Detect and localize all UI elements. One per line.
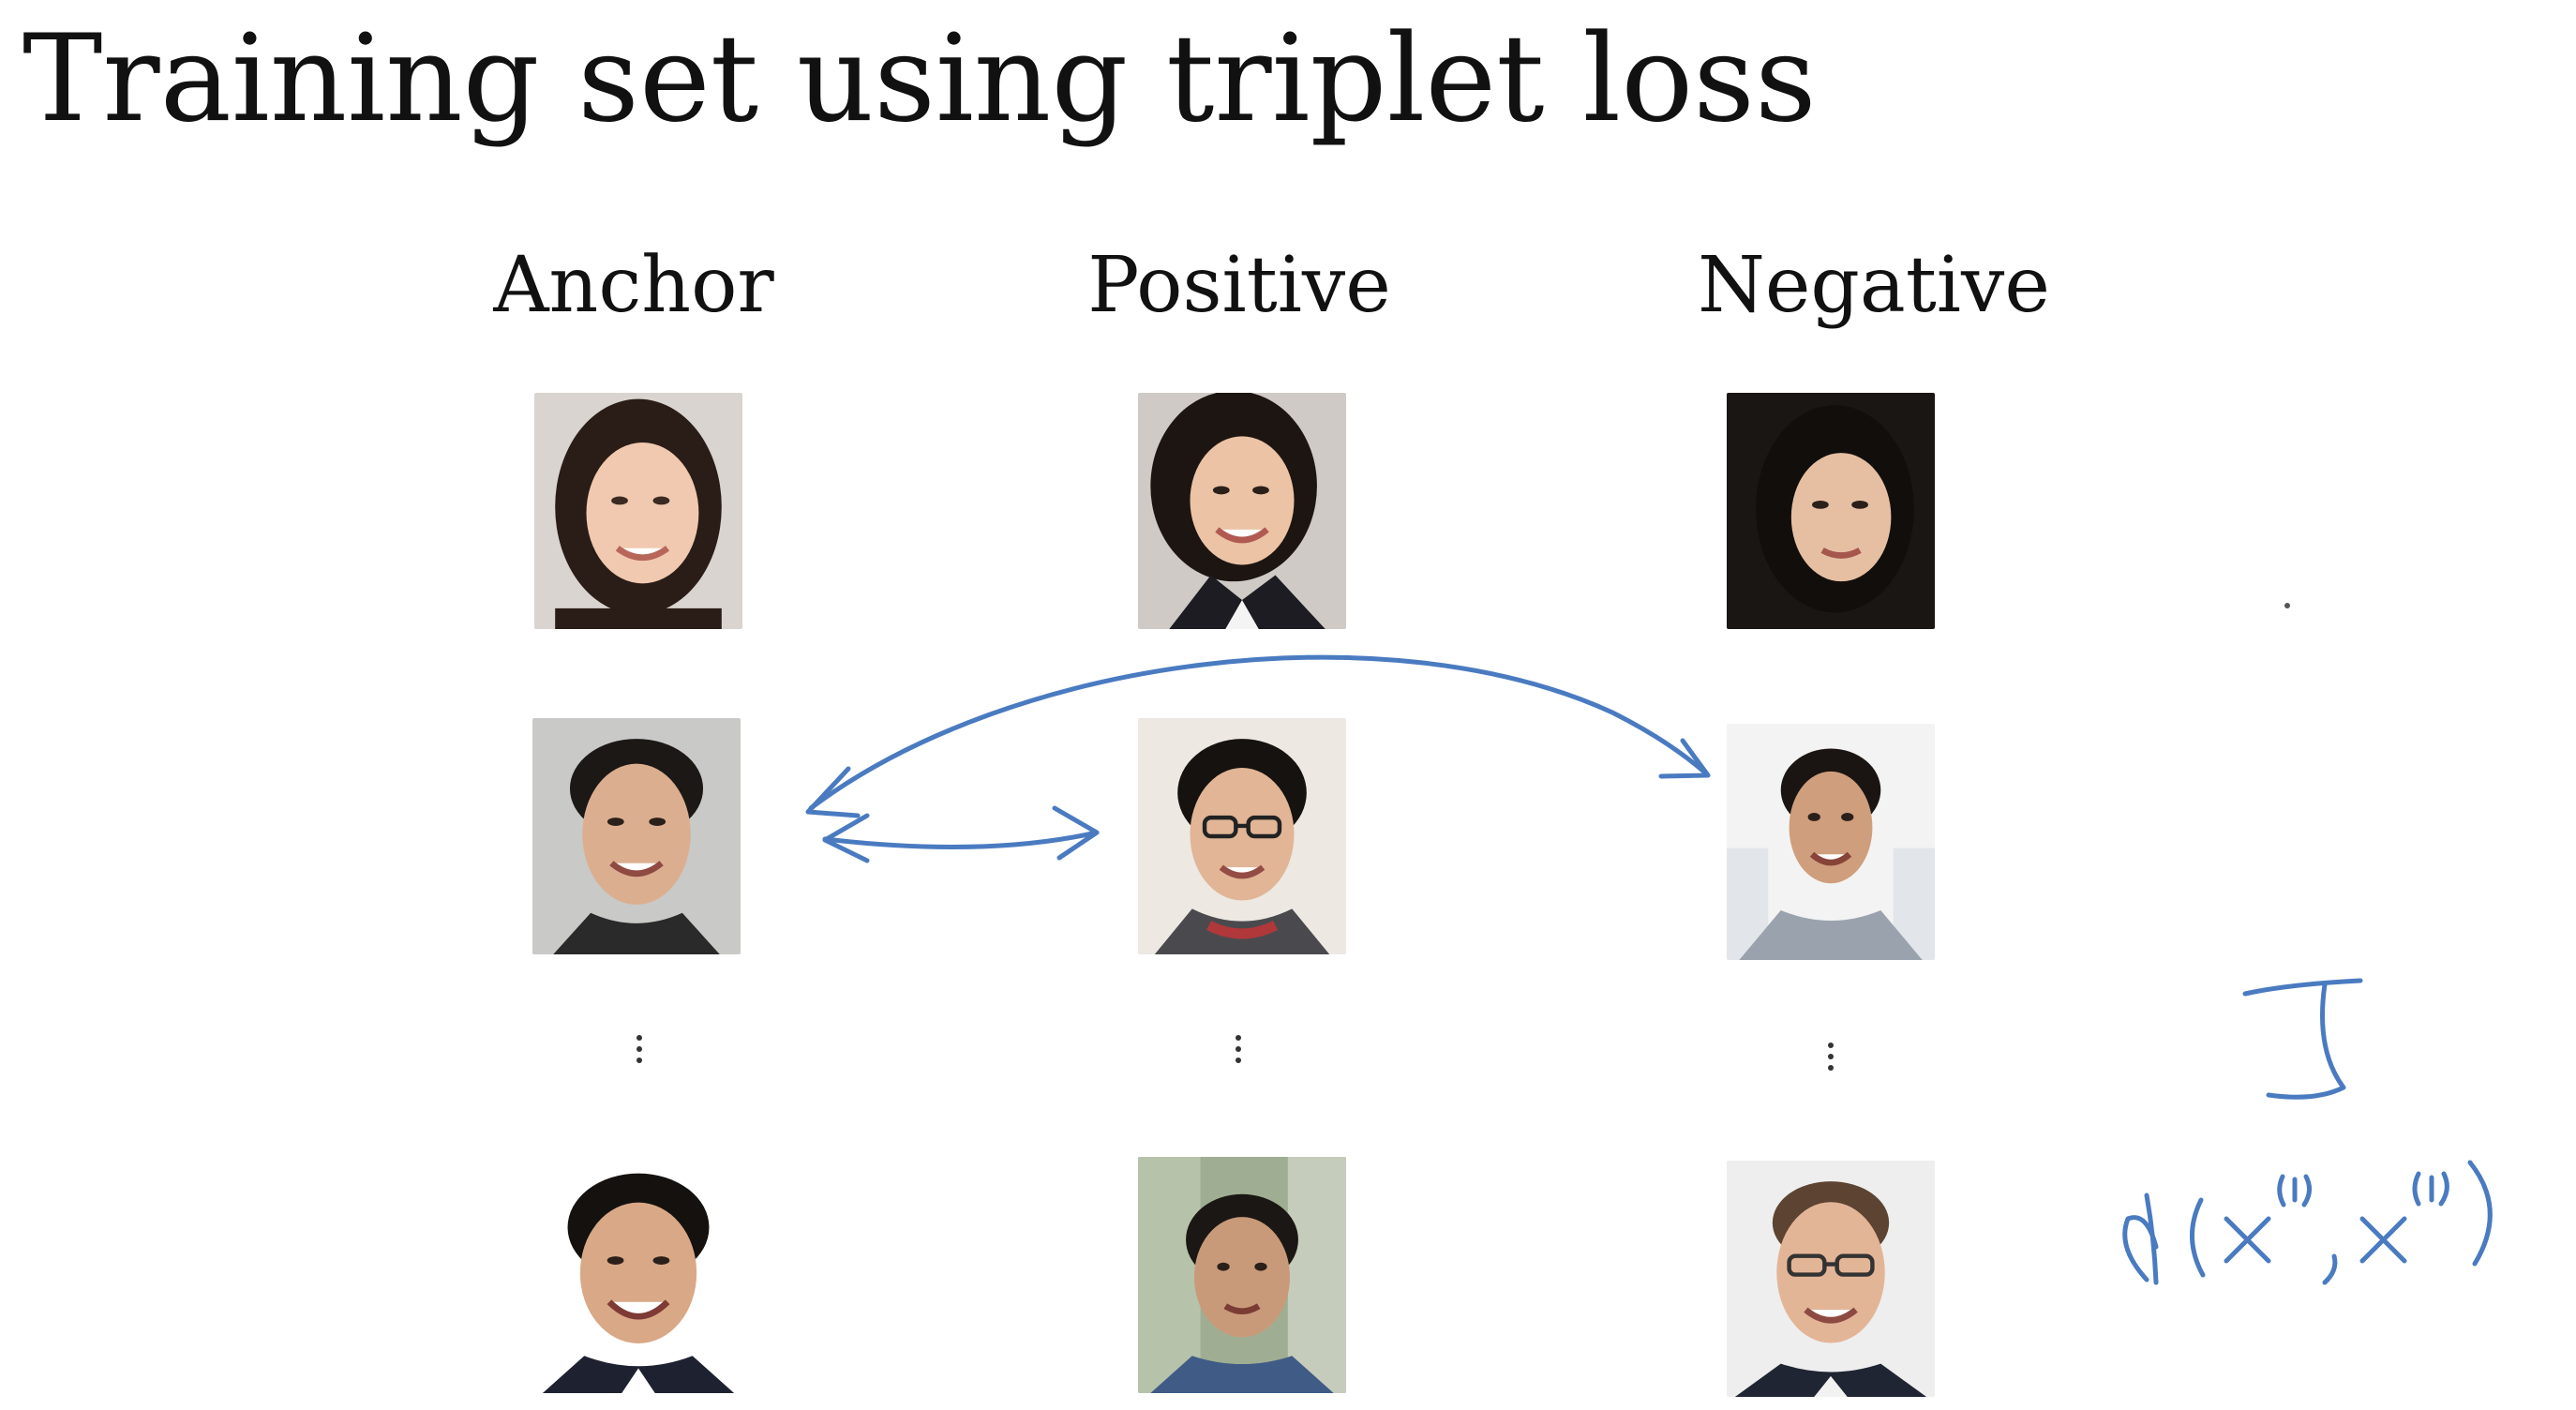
distance-x1: [2224, 1216, 2271, 1264]
distance-sup2: [2412, 1171, 2449, 1207]
distance-open-paren: [2190, 1197, 2206, 1278]
cost-J-strokes: [2242, 978, 2363, 1100]
distance-d: [2122, 1192, 2159, 1285]
distance-close-paren: [2467, 1160, 2493, 1267]
anchor-face-3: [534, 1157, 742, 1393]
double-arrow-right-head: [1052, 805, 1100, 861]
distance-comma: [2322, 1253, 2338, 1285]
column-header-negative: Negative: [1698, 241, 2050, 330]
positive-ellipsis: [1236, 1029, 1241, 1069]
arc-arrowhead-left: [805, 766, 861, 818]
negative-face-1: [1727, 393, 1935, 629]
anchor-ellipsis: [637, 1029, 642, 1069]
distance-x2: [2359, 1216, 2407, 1264]
positive-face-2: [1138, 718, 1346, 954]
double-arrow-left-head: [822, 813, 870, 863]
positive-face-3: [1138, 1157, 1346, 1393]
anchor-positive-arrow: [822, 830, 1100, 849]
negative-face-2: [1727, 724, 1935, 960]
column-header-anchor: Anchor: [493, 241, 774, 330]
negative-ellipsis: [1828, 1037, 1834, 1076]
slide-title: Training set using triplet loss: [22, 9, 1817, 149]
column-header-positive: Positive: [1087, 241, 1391, 330]
anchor-face-1: [534, 393, 742, 629]
negative-face-3: [1727, 1161, 1935, 1397]
anchor-face-2: [532, 718, 741, 954]
positive-face-1: [1138, 393, 1346, 629]
arc-arrowhead-right: [1658, 738, 1711, 779]
distance-sup1: [2277, 1174, 2312, 1208]
stray-dot: [2284, 603, 2290, 608]
